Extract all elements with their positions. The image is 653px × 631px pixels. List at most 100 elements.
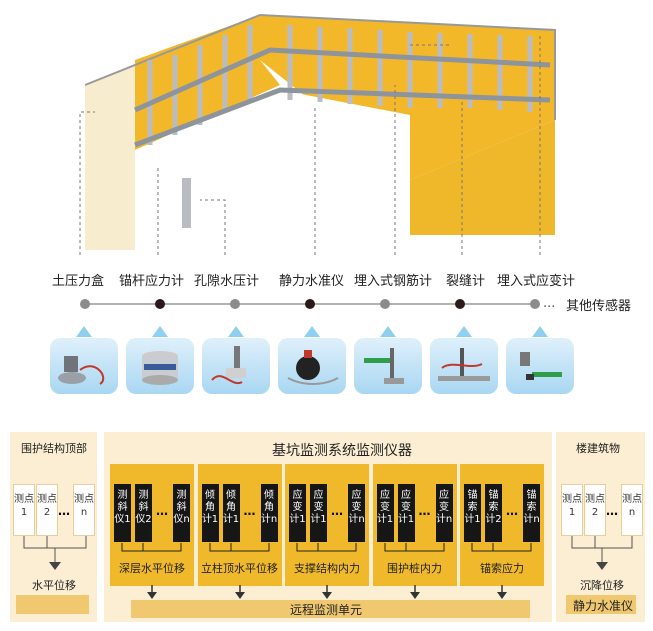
sensor-label-earth-pressure: 土压力盒 bbox=[52, 274, 105, 289]
right-point-2-label: 测点2 bbox=[585, 494, 605, 518]
group-dots: … bbox=[331, 504, 343, 518]
sensor-label-strain: 埋入式应变计 bbox=[497, 274, 576, 289]
timeline-dot bbox=[80, 299, 90, 309]
instrument-device: 测斜仪n bbox=[173, 484, 190, 542]
group-dots: … bbox=[243, 504, 256, 518]
left-point-1: 测点1 bbox=[13, 484, 35, 536]
right-point-n: 测点n bbox=[621, 484, 643, 536]
right-connector bbox=[571, 536, 633, 570]
group-bracket bbox=[121, 543, 182, 552]
group-bracket bbox=[209, 543, 269, 552]
sensor-timeline bbox=[80, 299, 540, 309]
left-panel-title: 围护结构顶部 bbox=[21, 442, 87, 455]
instrument-device: 应变计1 bbox=[310, 484, 327, 542]
instrument-device: 倾角计1 bbox=[201, 484, 219, 542]
left-output-bar bbox=[16, 595, 89, 614]
group-bracket bbox=[471, 543, 532, 552]
right-dots: … bbox=[606, 504, 618, 518]
top-edge bbox=[84, 13, 556, 120]
timeline-dot bbox=[455, 299, 465, 309]
right-point-1-label: 测点1 bbox=[562, 494, 582, 518]
down-arrow-icon bbox=[147, 585, 157, 599]
group-bracket bbox=[296, 543, 357, 552]
timeline-ellipsis: ... bbox=[543, 296, 556, 311]
pointer-triangle bbox=[304, 326, 320, 337]
group-label: 立柱顶水平位移 bbox=[201, 562, 278, 575]
right-wall bbox=[410, 120, 555, 235]
sensor-photo-pore-pressure bbox=[202, 338, 270, 394]
pointer-triangle bbox=[532, 326, 548, 337]
down-arrow-icon bbox=[497, 585, 507, 599]
left-point-n: 测点n bbox=[73, 484, 95, 536]
sensor-label-rebar: 埋入式钢筋计 bbox=[354, 274, 433, 289]
left-point-1-label: 测点1 bbox=[14, 494, 34, 518]
sensor-label-level: 静力水准仪 bbox=[279, 274, 345, 289]
center-panel-title: 基坑监测系统监测仪器 bbox=[272, 443, 412, 459]
right-output-bar bbox=[566, 595, 636, 614]
down-arrow-icon bbox=[322, 585, 332, 599]
timeline-dot bbox=[305, 299, 315, 309]
sensor-label-anchor-stress: 锚杆应力计 bbox=[119, 274, 185, 289]
timeline-dot bbox=[155, 299, 165, 309]
group-dots: … bbox=[506, 504, 518, 518]
column-pile bbox=[182, 178, 191, 228]
group-label: 深层水平位移 bbox=[119, 562, 185, 575]
timeline-dot bbox=[530, 299, 540, 309]
remote-unit-label: 远程监测单元 bbox=[290, 603, 363, 617]
excavation-illustration bbox=[79, 13, 556, 255]
right-measure: 沉降位移 bbox=[580, 579, 624, 592]
instrument-device: 应变计1 bbox=[397, 484, 415, 542]
sensor-photo-rebar bbox=[354, 338, 422, 394]
right-point-2: 测点2 bbox=[584, 484, 606, 536]
group-dots: … bbox=[156, 504, 168, 518]
timeline-dot bbox=[230, 299, 240, 309]
left-connector bbox=[23, 536, 87, 570]
down-arrow-icon bbox=[409, 585, 420, 599]
left-measure: 水平位移 bbox=[32, 579, 76, 592]
instrument-device: 锚索计n bbox=[523, 484, 540, 542]
left-point-n-label: 测点n bbox=[74, 494, 94, 518]
sensor-label-crack: 裂缝计 bbox=[446, 274, 486, 289]
right-instrument: 静力水准仪 bbox=[573, 599, 634, 613]
left-dots: … bbox=[58, 504, 70, 518]
group-label: 围护桩内力 bbox=[387, 562, 442, 575]
pit-floor bbox=[135, 90, 410, 180]
sensor-photo-anchor-stress bbox=[126, 338, 194, 394]
timeline-dot bbox=[380, 299, 390, 309]
sensor-photo-earth-pressure bbox=[50, 338, 118, 394]
group-label: 支撑结构内力 bbox=[294, 562, 360, 575]
pointer-triangle bbox=[228, 326, 244, 337]
instrument-device: 倾角计1 bbox=[222, 484, 240, 542]
side-wall bbox=[135, 15, 280, 150]
instrument-device: 测斜仪1 bbox=[114, 484, 131, 542]
instrument-device: 锚索计2 bbox=[485, 484, 502, 542]
instrument-device: 应变计n bbox=[348, 484, 365, 542]
instrument-device: 测斜仪2 bbox=[135, 484, 152, 542]
sensor-photo-strain bbox=[506, 338, 574, 394]
right-panel-title: 楼建筑物 bbox=[576, 442, 620, 455]
instrument-device: 应变计n bbox=[435, 484, 453, 542]
instrument-device: 应变计1 bbox=[289, 484, 306, 542]
sensor-label-pore-pressure: 孔隙水压计 bbox=[194, 274, 260, 289]
down-arrow-icon bbox=[234, 585, 245, 599]
group-label: 锚索应力 bbox=[480, 562, 524, 575]
pointer-triangle bbox=[456, 326, 472, 337]
sensor-label-other: 其他传感器 bbox=[566, 299, 632, 314]
instrument-device: 应变计1 bbox=[376, 484, 394, 542]
left-point-2-label: 测点2 bbox=[37, 494, 57, 518]
pointer-triangle bbox=[152, 326, 168, 337]
pointer-triangle bbox=[76, 326, 92, 337]
remote-unit-bar bbox=[131, 600, 530, 618]
pointer-triangle bbox=[380, 326, 396, 337]
left-point-2: 测点2 bbox=[36, 484, 58, 536]
sensor-photo-level bbox=[278, 338, 346, 394]
struts bbox=[133, 47, 551, 148]
sensor-photo-crack bbox=[430, 338, 498, 394]
leader-lines bbox=[79, 35, 541, 255]
instrument-device: 倾角计n bbox=[260, 484, 278, 542]
right-point-1: 测点1 bbox=[561, 484, 583, 536]
instrument-device: 锚索计1 bbox=[464, 484, 481, 542]
right-point-n-label: 测点n bbox=[622, 494, 642, 518]
group-dots: … bbox=[418, 504, 431, 518]
